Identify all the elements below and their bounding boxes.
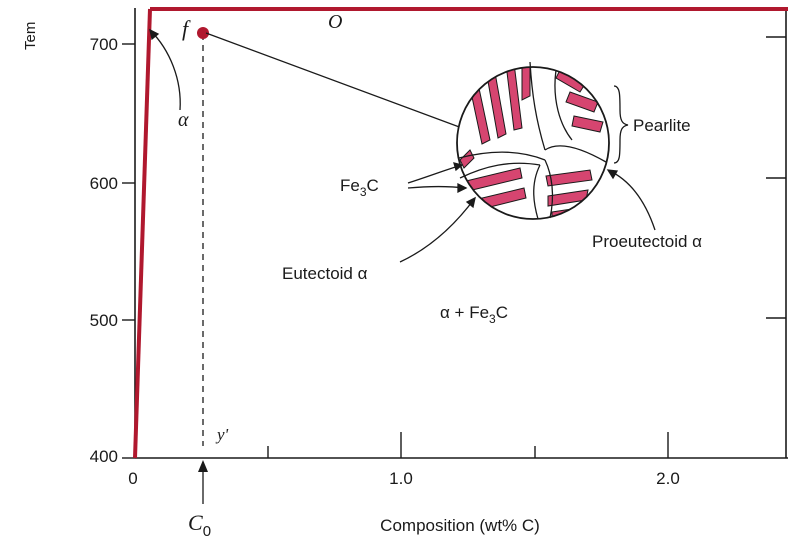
fe3c-label: Fe3C — [340, 176, 379, 199]
y-axis-label: Tem — [22, 22, 39, 50]
c0-label: C0 — [188, 510, 211, 540]
proeutectoid-alpha-label: Proeutectoid α — [592, 232, 702, 251]
f-leader-line — [206, 33, 462, 128]
microstructure-circle — [457, 62, 609, 219]
pearlite-brace — [614, 86, 628, 163]
y-tick-label-500: 500 — [90, 311, 118, 330]
eutectoid-alpha-label: Eutectoid α — [282, 264, 368, 283]
alpha-solvus-line — [135, 9, 150, 458]
x-axis-label: Composition (wt% C) — [380, 516, 540, 535]
x-tick-label-1: 1.0 — [389, 469, 413, 488]
pearlite-label: Pearlite — [633, 116, 691, 135]
fe3c-arrows — [408, 163, 466, 192]
eutectoid-alpha-arrow — [400, 198, 475, 262]
c0-arrow — [198, 460, 208, 504]
x-ticks — [268, 432, 668, 458]
x-tick-label-0: 0 — [128, 469, 137, 488]
alpha-region-arrow — [150, 30, 180, 110]
y-prime-label: y' — [215, 425, 229, 444]
y-tick-label-600: 600 — [90, 174, 118, 193]
x-tick-label-2: 2.0 — [656, 469, 680, 488]
region-label: α + Fe3C — [440, 303, 508, 326]
point-f-label: f — [182, 16, 191, 41]
proeutectoid-alpha-arrow — [608, 170, 655, 230]
alpha-label: α — [178, 109, 189, 131]
y-tick-label-400: 400 — [90, 447, 118, 466]
y-tick-label-700: 700 — [90, 35, 118, 54]
point-o-label: O — [328, 11, 342, 33]
